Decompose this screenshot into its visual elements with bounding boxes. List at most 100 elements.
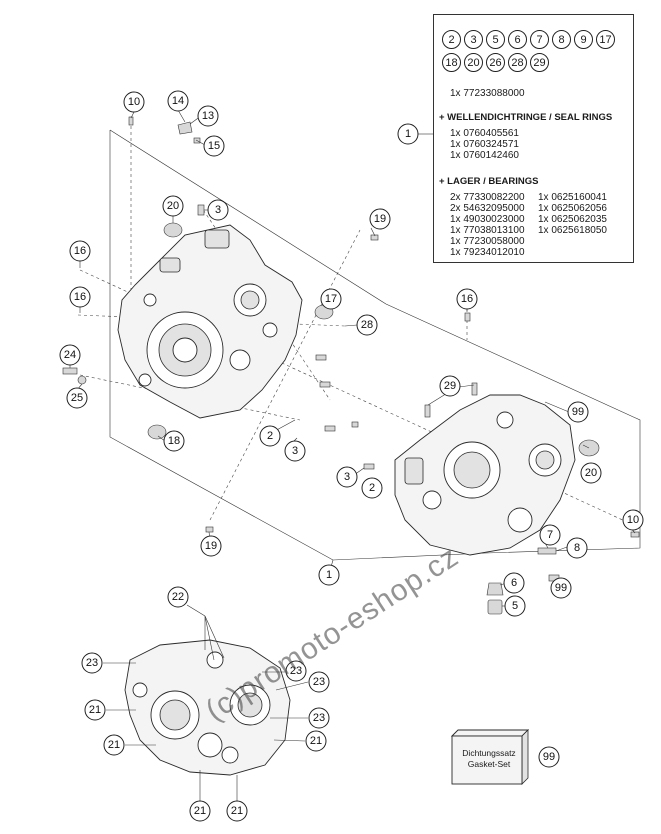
svg-text:10: 10 <box>627 514 639 526</box>
callout-19-lower: 19 <box>200 535 222 557</box>
legend-bearing-line: 1x 0625618050 <box>538 225 607 236</box>
legend-circle-row-1: 2 3 5 6 7 8 9 17 <box>442 30 615 49</box>
callout-10-right: 10 <box>622 509 644 531</box>
callout-19-top: 19 <box>369 208 391 230</box>
legend-set-line: 1x 77233088000 <box>450 88 525 99</box>
callout-22-c: 23 <box>308 671 330 693</box>
svg-text:22: 22 <box>172 591 184 603</box>
legend-num: 6 <box>508 30 527 49</box>
legend-seal-line: 1x 0760405561 <box>450 128 519 139</box>
svg-text:23: 23 <box>86 657 98 669</box>
svg-text:13: 13 <box>202 110 214 122</box>
legend-num: 20 <box>464 53 483 72</box>
svg-text:2: 2 <box>369 482 375 494</box>
svg-text:3: 3 <box>292 445 298 457</box>
assembly-frame <box>109 129 641 561</box>
callout-13: 14 <box>167 90 189 112</box>
right-crankcase-half <box>394 394 576 556</box>
callout-9: 8 <box>566 537 588 559</box>
callout-23: 22 <box>167 586 189 608</box>
callout-16-a: 16 <box>69 240 91 262</box>
svg-text:7: 7 <box>547 529 553 541</box>
callout-17: 17 <box>320 288 342 310</box>
svg-text:21: 21 <box>108 739 120 751</box>
callout-14: 15 <box>203 135 225 157</box>
svg-text:16: 16 <box>461 293 473 305</box>
svg-text:21: 21 <box>194 805 206 817</box>
svg-text:2: 2 <box>267 430 273 442</box>
legend-bearing-line: 1x 0625062035 <box>538 214 607 225</box>
svg-text:21: 21 <box>89 704 101 716</box>
callout-29-upper: 99 <box>567 401 589 423</box>
svg-text:1: 1 <box>326 569 332 581</box>
legend-bearing-line: 1x 0625062056 <box>538 203 607 214</box>
callout-29-lower: 99 <box>550 577 572 599</box>
callout-21-b: 21 <box>305 730 327 752</box>
svg-text:16: 16 <box>74 291 86 303</box>
callout-20-right: 20 <box>580 462 602 484</box>
gasket-label-line2: Gasket-Set <box>467 759 511 769</box>
svg-text:5: 5 <box>512 600 518 612</box>
left-crankcase-half <box>117 224 303 419</box>
svg-text:1: 1 <box>405 128 411 140</box>
legend-num: 18 <box>442 53 461 72</box>
svg-text:15: 15 <box>208 140 220 152</box>
callout-22-d: 23 <box>308 707 330 729</box>
legend-seal-line: 1x 0760142460 <box>450 150 519 161</box>
legend-bearing-line: 1x 49030023000 <box>450 214 525 225</box>
callout-21-c: 21 <box>103 734 125 756</box>
svg-text:99: 99 <box>555 582 567 594</box>
legend-bearing-line: 2x 54632095000 <box>450 203 525 214</box>
svg-text:17: 17 <box>325 293 337 305</box>
callout-99: 99 <box>538 746 560 768</box>
legend-bearing-line: 1x 79234012010 <box>450 247 525 258</box>
legend-num: 8 <box>552 30 571 49</box>
legend-bearing-header: + LAGER / BEARINGS <box>439 176 539 187</box>
svg-text:28: 28 <box>361 319 373 331</box>
callout-12: 13 <box>197 105 219 127</box>
callout-10-top: 10 <box>123 91 145 113</box>
legend-num: 9 <box>574 30 593 49</box>
legend-seal-header: + WELLENDICHTRINGE / SEAL RINGS <box>439 112 613 123</box>
svg-text:3: 3 <box>215 204 221 216</box>
callout-2-left: 2 <box>259 425 281 447</box>
legend-num: 7 <box>530 30 549 49</box>
svg-text:24: 24 <box>64 349 76 361</box>
svg-text:20: 20 <box>167 200 179 212</box>
legend-bearing-line: 1x 77038013100 <box>450 225 525 236</box>
parts-legend: 2 3 5 6 7 8 9 17 18 20 26 28 29 1x 77233… <box>433 14 634 263</box>
svg-text:99: 99 <box>572 406 584 418</box>
svg-text:20: 20 <box>585 467 597 479</box>
svg-text:14: 14 <box>172 95 184 107</box>
svg-text:18: 18 <box>168 435 180 447</box>
legend-num: 5 <box>486 30 505 49</box>
legend-seal-line: 1x 0760324571 <box>450 139 519 150</box>
svg-text:29: 29 <box>444 380 456 392</box>
gasket-label-line1: Dichtungssatz <box>462 748 516 758</box>
callout-16-b: 16 <box>69 286 91 308</box>
gasket-set-box-icon <box>450 729 530 785</box>
legend-bearing-line: 1x 0625160041 <box>538 192 607 203</box>
svg-text:23: 23 <box>313 712 325 724</box>
callout-2-right: 2 <box>361 477 383 499</box>
legend-num: 28 <box>508 53 527 72</box>
svg-text:21: 21 <box>310 735 322 747</box>
legend-num: 3 <box>464 30 483 49</box>
callout-24: 24 <box>59 344 81 366</box>
legend-num: 26 <box>486 53 505 72</box>
legend-num: 17 <box>596 30 615 49</box>
crankcase-detail-view <box>124 639 291 776</box>
callout-21-d: 21 <box>189 800 211 822</box>
callout-1-legend: 1 <box>397 123 419 145</box>
callout-20-left: 20 <box>162 195 184 217</box>
legend-bearing-line: 2x 77330082200 <box>450 192 525 203</box>
callout-22-b: 23 <box>285 660 307 682</box>
svg-text:23: 23 <box>313 676 325 688</box>
svg-text:19: 19 <box>374 213 386 225</box>
legend-bearing-line: 1x 77230058000 <box>450 236 525 247</box>
svg-text:8: 8 <box>574 542 580 554</box>
legend-num: 29 <box>530 53 549 72</box>
svg-text:99: 99 <box>543 751 555 763</box>
svg-text:23: 23 <box>290 665 302 677</box>
svg-text:10: 10 <box>128 96 140 108</box>
